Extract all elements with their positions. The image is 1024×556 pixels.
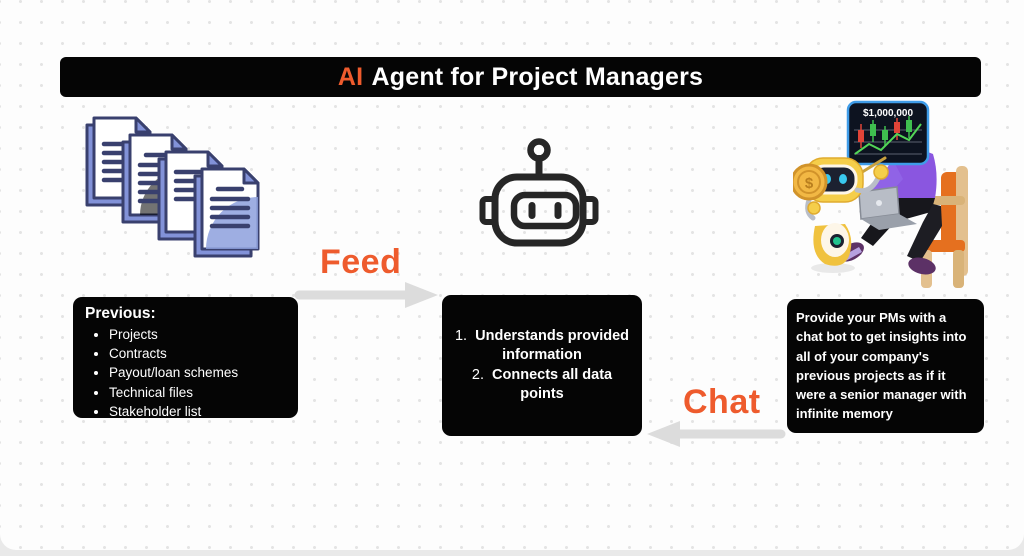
list-item: Connects all data points [492,366,613,403]
title-highlight: AI [337,62,364,91]
capabilities-list: Understands provided information Connect… [450,327,634,405]
robot-head-icon [479,138,599,247]
benefit-panel: Provide your PMs with a chat bot to get … [787,299,984,433]
coin-dollar-symbol: $ [805,175,814,192]
feed-label: Feed [320,243,402,281]
list-item: Technical files [109,383,288,402]
chat-label: Chat [683,383,761,421]
previous-list: Projects Contracts Payout/loan schemes T… [109,325,288,421]
stacked-documents-icon [85,116,260,258]
screen-amount: $1,000,000 [863,108,913,119]
benefit-text: Provide your PMs with a chat bot to get … [796,310,967,422]
chatbot-with-manager-illustration: $1,000,000 [793,100,968,288]
list-item: Stakeholder list [109,402,288,421]
previous-heading: Previous: [85,305,156,322]
title-rest: Agent for Project Managers [371,62,704,91]
feed-arrow [294,282,438,308]
chat-arrow [647,421,786,447]
list-item: Payout/loan schemes [109,363,288,382]
list-item: Contracts [109,344,288,363]
agent-capabilities-panel: Understands provided information Connect… [442,295,642,436]
list-item: Understands provided information [475,327,630,364]
list-item: Projects [109,325,288,344]
previous-data-panel: Previous: Projects Contracts Payout/loan… [73,297,298,421]
